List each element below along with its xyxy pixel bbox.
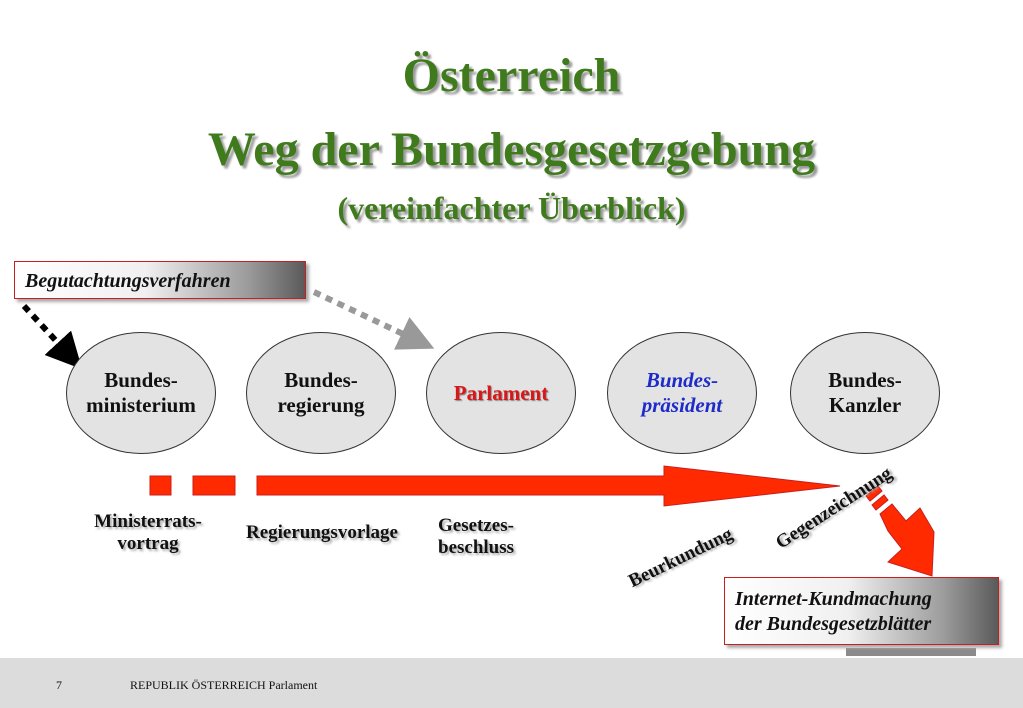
internet-kundmachung-box: Internet-Kundmachung der Bundesgesetzblä… (724, 577, 999, 645)
node-label-line-1: Parlament (453, 380, 549, 405)
node-label-line-1: Bundes- (828, 368, 902, 392)
footer-bar (0, 658, 1023, 708)
dotted-arrow-to-ministerium (21, 303, 83, 370)
dotted-arrow-to-parlament (312, 289, 435, 350)
title-line-2: Weg der Bundesgesetzgebung (207, 123, 816, 176)
node-label-line-2: regierung (277, 393, 365, 417)
kundmachung-arrow (865, 485, 935, 577)
title-subtitle: (vereinfachter Überblick) (337, 190, 686, 226)
title-line-1: Österreich (402, 49, 621, 102)
node-label-line-1: Bundes- (645, 368, 719, 392)
node-parlament: Parlament (426, 332, 576, 454)
node-bundesregierung: Bundes- regierung (246, 332, 396, 454)
step-line-1: Ministerrats- (94, 511, 202, 532)
step-gesetzesbeschluss: Gesetzes- beschluss (438, 515, 548, 559)
node-bundespraesident: Bundes- präsident (607, 332, 757, 454)
node-bundeskanzler: Bundes- Kanzler (790, 332, 940, 454)
timeline-arrow (256, 465, 841, 507)
footer-text: REPUBLIK ÖSTERREICH Parlament (130, 678, 318, 692)
begutachtungsverfahren-box: Begutachtungsverfahren (14, 261, 306, 299)
node-bundesministerium: Bundes- ministerium (66, 332, 216, 454)
timeline-block-1 (149, 475, 172, 496)
page-number: 7 (56, 678, 62, 692)
timeline-block-2 (192, 475, 236, 496)
step-ministerratsvortrag: Ministerrats- vortrag (78, 511, 218, 555)
kundmachung-line-2: der Bundesgesetzblätter (735, 613, 932, 635)
node-label-line-1: Bundes- (104, 368, 178, 392)
node-label-line-2: Kanzler (828, 393, 902, 417)
node-label-line-2: präsident (641, 393, 723, 417)
step-line-2: beschluss (438, 537, 515, 558)
node-label-line-2: ministerium (86, 393, 196, 417)
step-line-2: vortrag (117, 533, 179, 554)
step-line-1: Gesetzes- (438, 515, 514, 536)
step-regierungsvorlage: Regierungsvorlage (246, 522, 398, 543)
kundmachung-line-1: Internet-Kundmachung (735, 588, 932, 610)
node-label-line-1: Bundes- (284, 368, 358, 392)
